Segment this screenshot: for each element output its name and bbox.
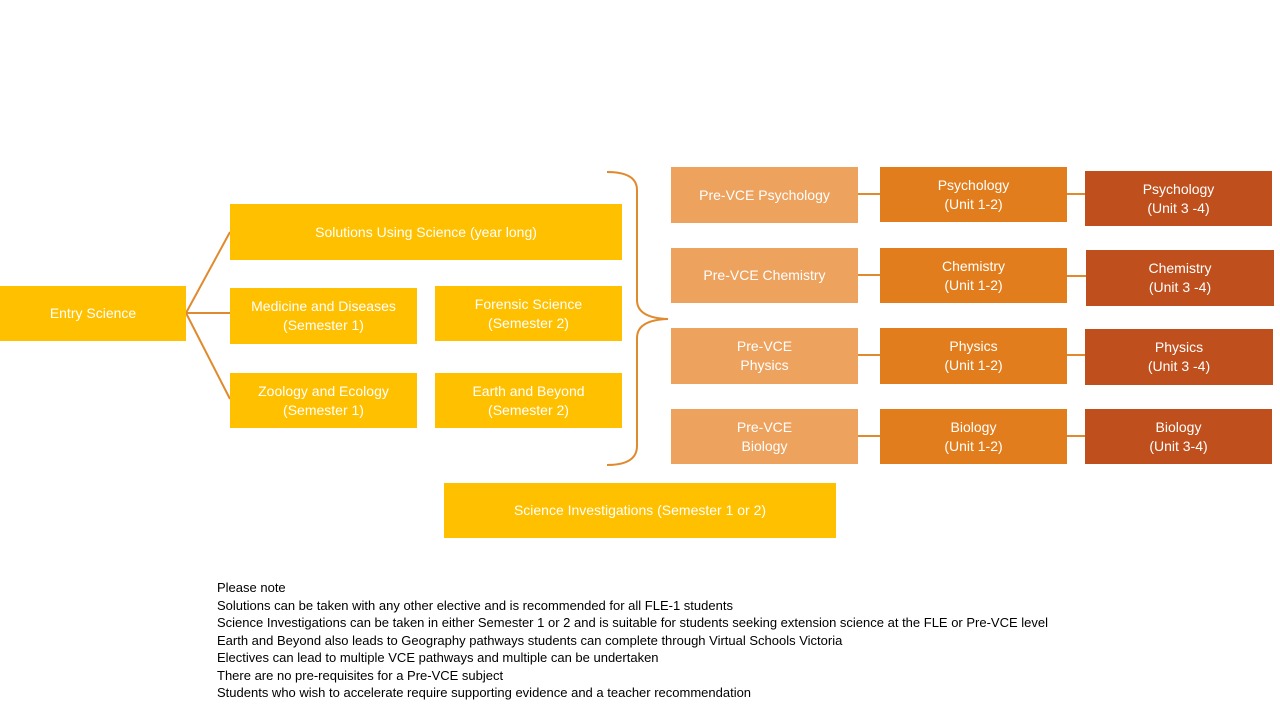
unit-3-4-label: Chemistry (Unit 3 -4) — [1148, 260, 1212, 295]
unit-3-4-label: Psychology (Unit 3 -4) — [1142, 180, 1215, 216]
note-line: Science Investigations can be taken in e… — [217, 615, 1049, 630]
biology-unit-3-4-box: Biology (Unit 3-4) — [1085, 409, 1272, 464]
unit-1-2-label: Chemistry (Unit 1-2) — [941, 257, 1005, 293]
medicine-box: Medicine and Diseases (Semester 1) — [230, 288, 417, 344]
entry-science-box: Entry Science — [0, 286, 186, 341]
psychology-unit-3-4-box: Psychology (Unit 3 -4) — [1085, 171, 1272, 226]
chemistry-unit-1-2-box: Chemistry (Unit 1-2) — [880, 248, 1067, 303]
unit-1-2-label: Physics (Unit 1-2) — [944, 338, 1003, 373]
note-line: Solutions can be taken with any other el… — [217, 597, 733, 613]
zoology-box: Zoology and Ecology (Semester 1) — [230, 373, 417, 428]
pre-vce-biology-box: Pre-VCE Biology — [671, 409, 858, 464]
note-line: Electives can lead to multiple VCE pathw… — [217, 650, 659, 665]
biology-unit-1-2-box: Biology (Unit 1-2) — [880, 409, 1067, 464]
forensic-label: Forensic Science (Semester 2) — [474, 295, 583, 331]
pre-vce-psychology-box: Pre-VCE Psychology — [671, 167, 858, 223]
unit-1-2-label: Biology (Unit 1-2) — [944, 418, 1003, 454]
entry-science-label: Entry Science — [49, 305, 137, 321]
pre-vce-chemistry-box: Pre-VCE Chemistry — [671, 248, 858, 303]
solutions-label: Solutions Using Science (year long) — [315, 223, 537, 240]
unit-3-4-label: Physics (Unit 3 -4) — [1147, 339, 1211, 374]
medicine-label: Medicine and Diseases (Semester 1) — [251, 298, 396, 333]
unit-1-2-label: Psychology (Unit 1-2) — [937, 176, 1010, 212]
chemistry-unit-3-4-box: Chemistry (Unit 3 -4) — [1086, 250, 1274, 306]
pre-vce-label: Pre-VCE Physics — [736, 338, 793, 373]
investigations-label: Science Investigations (Semester 1 or 2) — [513, 502, 767, 518]
physics-unit-3-4-box: Physics (Unit 3 -4) — [1085, 329, 1273, 385]
notes-block: Please note Solutions can be taken with … — [217, 579, 1217, 702]
pre-vce-label: Pre-VCE Biology — [736, 418, 793, 454]
pre-vce-label: Pre-VCE Chemistry — [703, 267, 826, 283]
earth-box: Earth and Beyond (Semester 2) — [435, 373, 622, 428]
earth-label: Earth and Beyond (Semester 2) — [472, 382, 585, 418]
unit-3-4-label: Biology (Unit 3-4) — [1149, 418, 1208, 454]
physics-unit-1-2-box: Physics (Unit 1-2) — [880, 328, 1067, 384]
investigations-box: Science Investigations (Semester 1 or 2) — [444, 483, 836, 538]
note-line: Students who wish to accelerate require … — [217, 685, 752, 700]
zoology-label: Zoology and Ecology (Semester 1) — [258, 382, 389, 418]
note-line: Earth and Beyond also leads to Geography… — [217, 632, 843, 648]
pre-vce-label: Pre-VCE Psychology — [699, 186, 830, 203]
notes-heading: Please note — [217, 580, 286, 595]
psychology-unit-1-2-box: Psychology (Unit 1-2) — [880, 167, 1067, 222]
connector-entry-zoology — [185, 312, 231, 400]
solutions-box: Solutions Using Science (year long) — [230, 204, 622, 260]
forensic-box: Forensic Science (Semester 2) — [435, 286, 622, 341]
brace-bracket — [606, 171, 669, 466]
note-line: There are no pre-requisites for a Pre-VC… — [217, 667, 504, 683]
pre-vce-physics-box: Pre-VCE Physics — [671, 328, 858, 384]
connector-entry-solutions — [185, 231, 231, 314]
